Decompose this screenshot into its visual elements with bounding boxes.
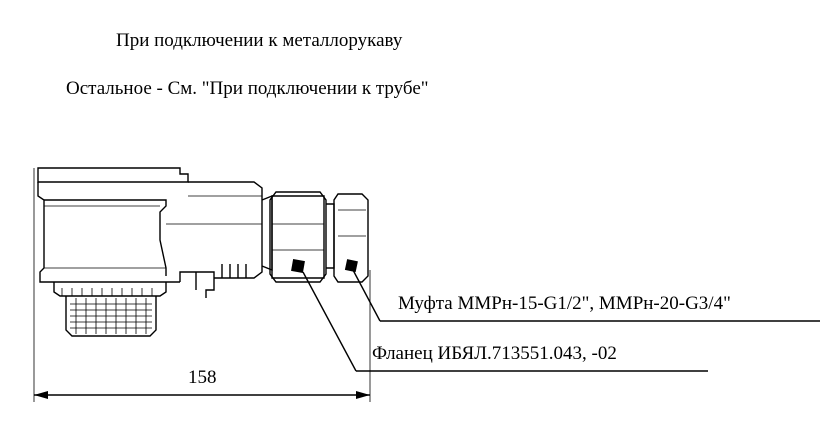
dimension-value: 158 [188, 367, 217, 388]
drawing-heading: При подключении к металлорукаву [116, 30, 403, 51]
dimension-extension-lines [33, 168, 371, 402]
drawing-subheading: Остальное - См. "При подключении к трубе… [66, 78, 429, 99]
sensor-housing [37, 167, 263, 298]
dimension-line-158 [34, 391, 370, 399]
coupling [326, 193, 369, 283]
leader-flanec [302, 271, 708, 372]
callout-flanec: Фланец ИБЯЛ.713551.043, -02 [372, 343, 617, 364]
callout-mufta: Муфта ММРн-15-G1/2", ММРн-20-G3/4" [398, 293, 731, 314]
terminal-block [53, 282, 167, 337]
leader-mufta [352, 269, 820, 322]
flange [261, 191, 327, 283]
